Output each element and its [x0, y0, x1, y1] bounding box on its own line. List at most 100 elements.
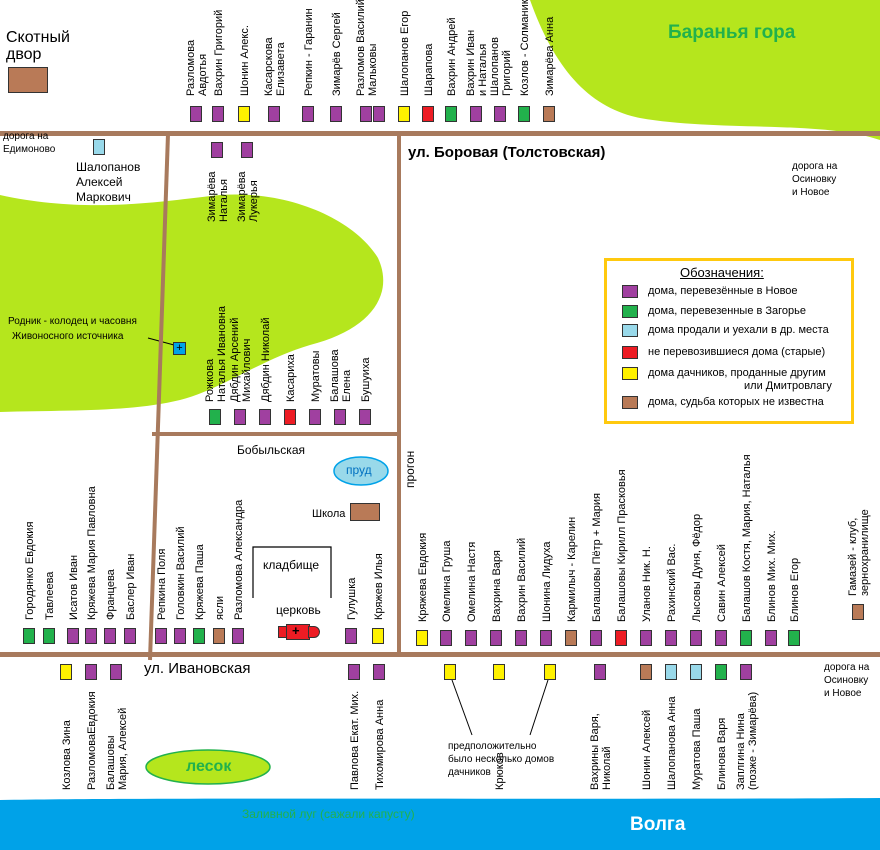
- houses_inner_mid-6-house: [359, 409, 371, 425]
- houses_inner_mid-1-label-0: Дябдин Арсений: [229, 317, 241, 402]
- legend-label-3: не перевозившиеся дома (старые): [648, 346, 826, 358]
- houses_mid_right-15-label-0: Блинов Егор: [789, 557, 801, 622]
- houses_mid_right-1-label-0: Омелина Груша: [441, 540, 453, 622]
- houses_inner_mid-1-house: [234, 409, 246, 425]
- houses_bottom-10-label-0: Шалопанова Анна: [666, 696, 678, 790]
- street-ivanovskaya-label: ул. Ивановская: [144, 660, 251, 677]
- houses_inner_mid-3-house: [284, 409, 296, 425]
- houses_mid_center-4-house: [232, 628, 244, 644]
- houses_mid_right-0-label-0: Кряжева Евдокия: [417, 532, 429, 622]
- houses_mid_right-2-house: [465, 630, 477, 646]
- houses_top-7-house: [373, 106, 385, 122]
- houses_mid_left-0-label-0: Городянко Евдокия: [24, 521, 36, 620]
- houses_bottom-11-label-0: Муратова Паша: [691, 708, 703, 790]
- houses_mid_right-3-label-0: Вахрина Варя: [491, 550, 503, 622]
- shalopanov-label-1: Шалопанов: [76, 160, 141, 174]
- note-pointer-left: [451, 679, 473, 736]
- houses_top-0-label-1: Авдотья: [197, 53, 209, 96]
- houses_inner_top-0-label-1: Наталья: [218, 179, 230, 222]
- houses_top-10-house: [445, 106, 457, 122]
- legend-label-5: дома, судьба которых не известна: [648, 396, 824, 408]
- note-label-1: предположительно: [448, 741, 537, 752]
- houses_mid_center-0-label-0: Репкина Поля: [156, 548, 168, 620]
- houses_mid_right-11-house: [690, 630, 702, 646]
- baranya-gora-hill: [530, 0, 880, 140]
- road-edimonovo-2: Едимоново: [3, 144, 56, 155]
- road-borovaya: [0, 131, 880, 136]
- houses_bottom-1-house: [85, 664, 97, 680]
- houses_bottom-3-house: [348, 664, 360, 680]
- houses_mid_right-6-house: [565, 630, 577, 646]
- houses_inner_mid-5-house: [334, 409, 346, 425]
- shalopanov-label-2: Алексей: [76, 175, 123, 189]
- houses_top-11-label-0: Вахрин Иван: [465, 29, 477, 96]
- houses_bottom-0-house: [60, 664, 72, 680]
- houses_bottom-0-label-0: Козлова Зина: [61, 720, 73, 790]
- legend-label-4: дома дачников, проданные другим: [648, 367, 826, 379]
- road-osinovka-bot-2: Осиновку: [824, 675, 869, 686]
- houses_top-8-label-0: Шалопанов Егор: [399, 10, 411, 96]
- cemetery-fence: [252, 546, 332, 598]
- houses_top-12-label-1: Григорий: [501, 50, 513, 96]
- houses_mid_right-0-house: [416, 630, 428, 646]
- volga-label: Волга: [630, 814, 686, 835]
- houses_bottom-2-house: [110, 664, 122, 680]
- houses_bottom-6-house: [493, 664, 505, 680]
- houses_mid_right-15-house: [788, 630, 800, 646]
- houses_inner_top-1-house: [241, 142, 253, 158]
- houses_inner_mid-2-house: [259, 409, 271, 425]
- legend-swatch-1: [622, 305, 638, 318]
- road-progon: [397, 134, 401, 654]
- houses_bottom-8-label-0: Вахрины Варя,: [589, 713, 601, 790]
- houses_bottom-13-house: [740, 664, 752, 680]
- legend-swatch-3: [622, 346, 638, 359]
- houses_top-4-label-0: Репкин - Гаранин: [303, 8, 315, 96]
- houses_top-8-house: [398, 106, 410, 122]
- houses_bottom-11-house: [690, 664, 702, 680]
- progon-label: прогон: [403, 450, 417, 488]
- legend-label-1: дома, перевезенные в Загорье: [648, 305, 807, 317]
- road-osinovka-top-2: Осиновку: [792, 174, 837, 185]
- road-osinovka-bot-1: дорога на: [824, 662, 870, 673]
- houses_mid_right-5-house: [540, 630, 552, 646]
- houses_mid_left-5-house: [124, 628, 136, 644]
- legend-swatch-4: [622, 367, 638, 380]
- houses_inner_top-0-label-0: Зимарёва: [206, 171, 218, 222]
- houses_mid_right-5-label-0: Шонина Лидуха: [541, 541, 553, 622]
- houses_mid_center-0-house: [155, 628, 167, 644]
- houses_inner_mid-4-label-0: Муратовы: [310, 350, 322, 402]
- houses_top-1-label-0: Вахрин Григорий: [213, 9, 225, 96]
- lesok-label: лесок: [186, 758, 232, 775]
- houses_top-9-house: [422, 106, 434, 122]
- houses_top-11-label-1: и Наталья: [477, 43, 489, 96]
- houses_mid_left-4-label-0: Францева: [105, 569, 117, 620]
- rodnik-label-1: Родник - колодец и часовня: [8, 316, 137, 327]
- lug-label: Заливной луг (сажали капусту): [242, 807, 415, 821]
- rodnik-chapel-icon: +: [173, 342, 186, 355]
- houses_mid_center-3-label-0: ясли: [214, 595, 226, 620]
- houses_top-6-label-1: Мальковы: [367, 43, 379, 96]
- houses_mid_left-2-house: [67, 628, 79, 644]
- houses_top-12-label-0: Шалопанов: [489, 37, 501, 96]
- houses_mid_right-10-house: [665, 630, 677, 646]
- houses_top-5-house: [330, 106, 342, 122]
- houses_mid_center-5-house: [345, 628, 357, 644]
- skotny-dvor-label-2: двор: [6, 46, 42, 63]
- note-pointer-right: [529, 679, 549, 736]
- houses_bottom-3-label-0: Павлова Екат. Мих.: [349, 690, 361, 790]
- houses_top-3-label-0: Касарскова: [263, 37, 275, 96]
- houses_mid_right-10-label-0: Рахинский Вас.: [666, 543, 678, 622]
- houses_bottom-13-label-0: Заплгина Нина: [735, 713, 747, 790]
- street-borovaya-label: ул. Боровая (Толстовская): [408, 144, 606, 161]
- houses_mid_left-4-house: [104, 628, 116, 644]
- houses_mid_center-6-label-0: Кряжев Илья: [373, 553, 385, 620]
- houses_mid_right-7-label-0: Балашовы Пётр + Мария: [591, 493, 603, 622]
- houses_mid_center-1-label-0: Головкин Василий: [175, 526, 187, 621]
- houses_mid_center-4-label-0: Разломова Александра: [233, 499, 245, 620]
- street-bobylskaya-label: Бобыльская: [237, 443, 305, 457]
- houses_top-6-label-0: Разломов Василий: [355, 0, 367, 96]
- houses_top-2-label-0: Шонин Алекс.: [239, 25, 251, 96]
- prud-label: пруд: [346, 463, 372, 477]
- note-label-2: было несколько домов: [448, 754, 555, 765]
